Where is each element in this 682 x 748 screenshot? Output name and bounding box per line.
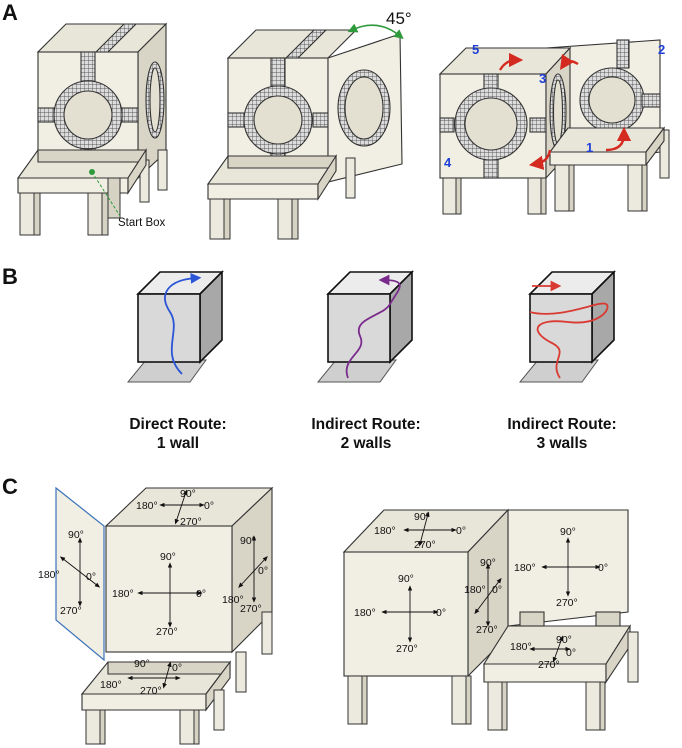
startbox-label-0: 0° [172,662,182,674]
route-three-walls-line1: Indirect Route: [507,416,616,433]
right-startbox-label-0: 0° [566,647,576,659]
top-label-270: 270° [180,516,202,528]
panel-c-letter: C [2,474,18,499]
angle-arc [347,23,404,40]
orientation-apparatus-unfolded [342,508,639,731]
route-diagram-three-walls [518,270,616,383]
front-label-0: 0° [196,588,206,600]
front-label-90: 90° [160,551,176,563]
route-two-walls-line2: 2 walls [341,435,392,452]
right-side-label-0: 0° [492,584,502,596]
right-front-label-180: 180° [354,607,376,619]
right-front-label-90: 90° [398,573,414,585]
panel-b-letter: B [2,264,18,289]
face-number-1: 1 [586,140,593,155]
face-number-4: 4 [444,155,452,170]
top-label-0: 0° [204,500,214,512]
door-label-0: 0° [86,571,96,583]
right-top-label-0: 0° [456,525,466,537]
right-side-label-90: 90° [480,557,496,569]
right-front-label-270: 270° [396,643,418,655]
route-direct-line1: Direct Route: [129,416,226,433]
right-top-label-270: 270° [414,539,436,551]
orientation-apparatus-open [55,486,274,745]
route-diagram-direct [126,270,224,383]
front-label-180: 180° [112,588,134,600]
back-panel-label-270: 270° [556,597,578,609]
back-panel-label-90: 90° [560,526,576,538]
right-side-label-180: 180° [464,584,486,596]
apparatus-closed [16,22,168,236]
startbox-label-90: 90° [134,658,150,670]
right-top-label-180: 180° [374,525,396,537]
back-panel-label-0: 0° [598,562,608,574]
start-box-leader [91,171,121,217]
route-direct-line2: 1 wall [157,435,199,452]
rotation-arrows [498,52,632,170]
door-label-180: 180° [38,569,60,581]
face-number-2: 2 [658,42,665,57]
door-label-90: 90° [68,529,84,541]
side-label-0: 0° [258,565,268,577]
start-box-label: Start Box [118,217,166,229]
startbox-label-270: 270° [140,685,162,697]
side-label-270: 270° [240,603,262,615]
face-number-3: 3 [539,71,546,86]
panel-a-letter: A [2,0,18,25]
route-three-walls-line2: 3 walls [537,435,588,452]
front-label-270: 270° [156,626,178,638]
angle-label: 45° [386,9,412,28]
right-side-label-270: 270° [476,624,498,636]
startbox-label-180: 180° [100,679,122,691]
right-startbox-label-90: 90° [556,634,572,646]
apparatus-open-45 [206,29,403,240]
right-startbox-label-270: 270° [538,659,560,671]
apparatus-unfolded [438,39,670,215]
door-label-270: 270° [60,605,82,617]
back-panel-label-180: 180° [514,562,536,574]
right-front-label-0: 0° [436,607,446,619]
top-label-180: 180° [136,500,158,512]
route-two-walls-line1: Indirect Route: [311,416,420,433]
right-top-label-90: 90° [414,511,430,523]
face-number-5: 5 [472,42,479,57]
route-diagram-two-walls [316,270,414,383]
top-label-90: 90° [180,488,196,500]
side-label-90: 90° [240,535,256,547]
right-startbox-label-180: 180° [510,641,532,653]
side-label-180: 180° [222,594,244,606]
